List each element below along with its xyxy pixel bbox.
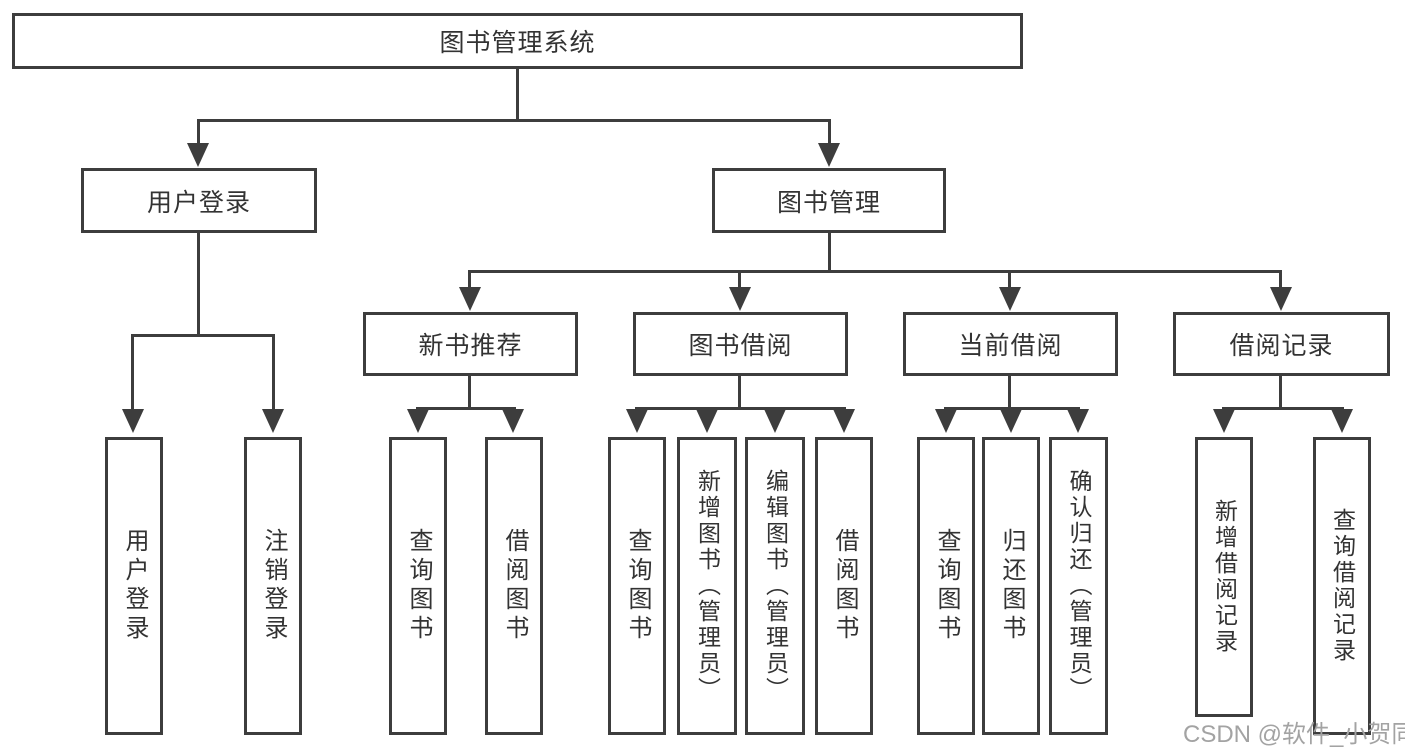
connector-line	[197, 119, 200, 145]
arrowhead-icon	[1270, 287, 1292, 311]
connector-line	[197, 119, 831, 122]
connector-line	[468, 376, 471, 409]
connector-line	[272, 334, 275, 410]
arrowhead-icon	[833, 409, 855, 433]
arrowhead-icon	[935, 409, 957, 433]
leaf-borrow-books: 借阅图书	[815, 437, 873, 735]
arrowhead-icon	[502, 409, 524, 433]
connector-line	[468, 270, 1282, 273]
connector-line	[131, 334, 134, 410]
connector-line	[1008, 270, 1011, 288]
leaf-query-books-borrow: 查询图书	[608, 437, 666, 735]
arrowhead-icon	[999, 287, 1021, 311]
leaf-confirm-return-admin: 确认归还（管理员）	[1049, 437, 1108, 735]
connector-line	[944, 407, 1080, 410]
arrowhead-icon	[696, 409, 718, 433]
connector-line	[738, 376, 741, 409]
node-book-management: 图书管理	[712, 168, 946, 233]
arrowhead-icon	[407, 409, 429, 433]
arrowhead-icon	[764, 409, 786, 433]
arrowhead-icon	[1067, 409, 1089, 433]
leaf-query-borrow-record: 查询借阅记录	[1313, 437, 1371, 735]
connector-line	[828, 233, 831, 272]
arrowhead-icon	[122, 409, 144, 433]
arrowhead-icon	[1213, 409, 1235, 433]
arrowhead-icon	[1331, 409, 1353, 433]
node-library-management-system: 图书管理系统	[12, 13, 1023, 69]
leaf-query-books-current: 查询图书	[917, 437, 975, 735]
arrowhead-icon	[626, 409, 648, 433]
connector-line	[828, 119, 831, 145]
node-book-borrowing: 图书借阅	[633, 312, 848, 376]
arrowhead-icon	[729, 287, 751, 311]
node-new-book-recommendation: 新书推荐	[363, 312, 578, 376]
arrowhead-icon	[1000, 409, 1022, 433]
connector-line	[468, 270, 471, 288]
connector-line	[635, 407, 846, 410]
connector-line	[1008, 376, 1011, 409]
watermark-text: CSDN @软件_小贺同学	[1183, 721, 1405, 747]
connector-line	[197, 233, 200, 336]
node-borrowing-records: 借阅记录	[1173, 312, 1390, 376]
arrowhead-icon	[262, 409, 284, 433]
connector-line	[738, 270, 741, 288]
leaf-logout: 注销登录	[244, 437, 302, 735]
connector-line	[1279, 376, 1282, 409]
leaf-borrow-books-recommend: 借阅图书	[485, 437, 543, 735]
arrowhead-icon	[818, 143, 840, 167]
node-user-login: 用户登录	[81, 168, 317, 233]
connector-line	[1279, 270, 1282, 288]
leaf-add-borrow-record: 新增借阅记录	[1195, 437, 1253, 717]
connector-line	[1222, 407, 1344, 410]
arrowhead-icon	[187, 143, 209, 167]
leaf-user-login: 用户登录	[105, 437, 163, 735]
leaf-query-books-recommend: 查询图书	[389, 437, 447, 735]
arrowhead-icon	[459, 287, 481, 311]
leaf-edit-book-admin: 编辑图书（管理员）	[745, 437, 805, 735]
connector-line	[516, 69, 519, 121]
connector-line	[131, 334, 275, 337]
node-current-borrowing: 当前借阅	[903, 312, 1118, 376]
leaf-add-book-admin: 新增图书（管理员）	[677, 437, 737, 735]
leaf-return-book: 归还图书	[982, 437, 1040, 735]
connector-line	[416, 407, 516, 410]
